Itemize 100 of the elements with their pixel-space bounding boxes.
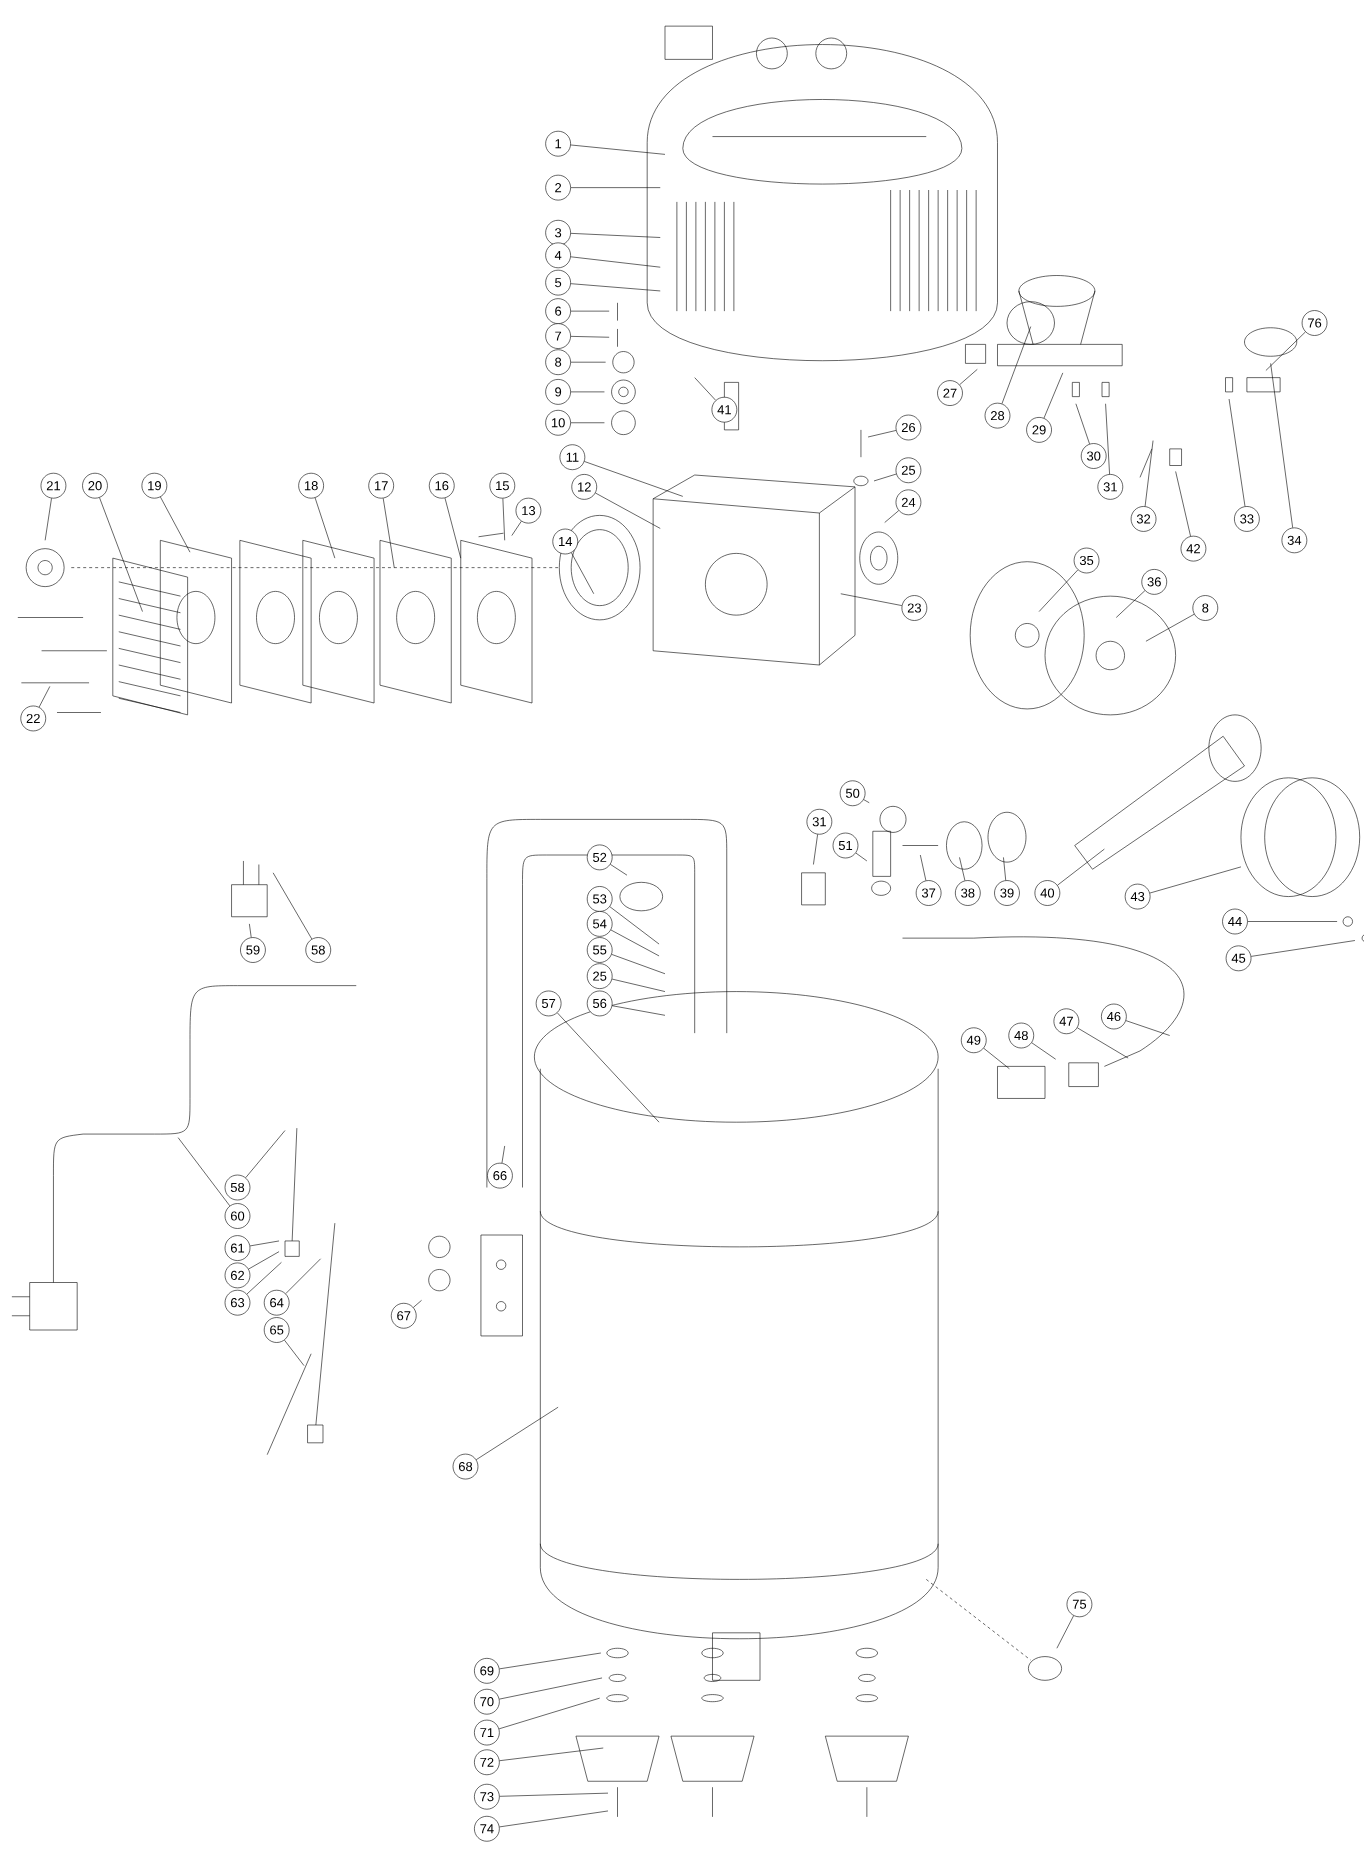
leader-line <box>99 497 143 612</box>
callout-number: 36 <box>1141 569 1167 595</box>
callout-number: 68 <box>452 1453 479 1480</box>
callout-number: 9 <box>545 379 571 405</box>
leader-line <box>855 852 867 862</box>
leader-line <box>412 1300 422 1308</box>
callout-number: 54 <box>586 911 613 937</box>
leader-line <box>249 1240 280 1247</box>
callout-number: 8 <box>545 349 571 375</box>
leader-line <box>1057 848 1105 886</box>
leader-line <box>583 461 683 497</box>
leader-line <box>498 1697 600 1730</box>
callout-number: 25 <box>586 963 613 989</box>
leader-line <box>570 144 666 155</box>
callout-number: 7 <box>545 323 571 349</box>
callout-number: 27 <box>937 380 963 406</box>
callout-number: 21 <box>40 472 67 499</box>
callout-number: 69 <box>473 1658 500 1684</box>
leader-line <box>272 872 312 940</box>
callout-number: 28 <box>984 402 1011 429</box>
callout-number: 34 <box>1281 527 1307 554</box>
callout-number: 20 <box>82 472 108 499</box>
leader-line <box>570 552 594 595</box>
leader-line <box>884 510 899 523</box>
callout-number: 46 <box>1100 1003 1127 1030</box>
callout-number: 48 <box>1008 1022 1034 1049</box>
callout-number: 22 <box>20 705 46 732</box>
callout-number: 44 <box>1222 908 1248 935</box>
callout-number: 19 <box>141 472 167 499</box>
callout-number: 31 <box>806 808 832 835</box>
leader-line <box>1105 403 1110 475</box>
leader-line <box>919 854 926 881</box>
leader-line <box>499 1792 609 1797</box>
leader-line <box>498 1677 603 1700</box>
leader-line <box>812 834 818 865</box>
callout-number: 4 <box>545 242 571 269</box>
leader-line <box>1175 471 1191 537</box>
callout-number: 75 <box>1066 1591 1093 1618</box>
leader-line <box>44 498 52 541</box>
leader-line <box>38 686 50 708</box>
leader-line <box>1247 921 1338 922</box>
callout-number: 37 <box>915 880 942 906</box>
callout-number: 30 <box>1080 443 1107 469</box>
callout-number: 43 <box>1124 883 1151 910</box>
leader-line <box>840 593 902 606</box>
leader-line <box>499 1810 609 1828</box>
callout-number: 12 <box>571 474 597 500</box>
leader-line <box>570 187 661 188</box>
callout-number: 17 <box>368 472 394 499</box>
callout-number: 63 <box>224 1289 251 1316</box>
callout-number: 57 <box>535 990 562 1017</box>
callout-number: 41 <box>711 396 737 423</box>
leader-line <box>1265 331 1306 371</box>
callout-number: 47 <box>1053 1008 1079 1035</box>
leader-line <box>873 473 897 482</box>
callout-number: 33 <box>1233 506 1260 532</box>
leader-line <box>556 1012 660 1123</box>
leader-line <box>283 1339 305 1366</box>
leader-line <box>1038 569 1078 612</box>
callout-number: 13 <box>515 497 542 524</box>
callout-number: 5 <box>545 269 571 296</box>
leader-line <box>1149 866 1242 894</box>
leader-line <box>1145 613 1195 642</box>
callout-number: 1 <box>545 130 571 157</box>
callout-number: 61 <box>224 1235 251 1261</box>
leader-line <box>499 1652 601 1670</box>
leader-line <box>1115 590 1145 618</box>
callout-number: 62 <box>224 1262 251 1289</box>
leader-line <box>863 799 870 804</box>
callout-number: 64 <box>263 1289 290 1316</box>
callout-number: 53 <box>586 886 613 912</box>
callout-number: 49 <box>960 1027 987 1054</box>
leader-line <box>248 1251 280 1270</box>
leader-line <box>1144 440 1154 507</box>
leader-line <box>867 430 897 438</box>
callout-number: 16 <box>428 472 455 499</box>
callout-number: 6 <box>545 298 571 324</box>
leader-line <box>502 498 505 541</box>
callout-number: 60 <box>224 1203 251 1229</box>
leader-line <box>1056 1615 1074 1649</box>
callout-number: 2 <box>545 174 571 201</box>
callout-number: 35 <box>1073 547 1100 574</box>
callout-number: 39 <box>994 880 1020 906</box>
callout-number: 73 <box>473 1783 500 1810</box>
callout-number: 52 <box>586 844 613 871</box>
callout-number: 42 <box>1180 535 1207 562</box>
leader-line <box>570 361 606 363</box>
leader-line <box>983 1047 1010 1070</box>
callout-number: 72 <box>473 1749 500 1776</box>
leader-line <box>1002 857 1006 881</box>
callout-number: 58 <box>305 937 331 963</box>
leader-line <box>177 1137 230 1207</box>
leader-line <box>314 497 335 559</box>
leader-line <box>570 310 610 312</box>
callout-number: 51 <box>832 832 859 859</box>
leader-line <box>245 1130 286 1178</box>
callout-number: 10 <box>545 409 571 436</box>
leader-line <box>248 923 252 938</box>
callout-number: 18 <box>298 472 324 499</box>
leader-line <box>610 929 660 957</box>
